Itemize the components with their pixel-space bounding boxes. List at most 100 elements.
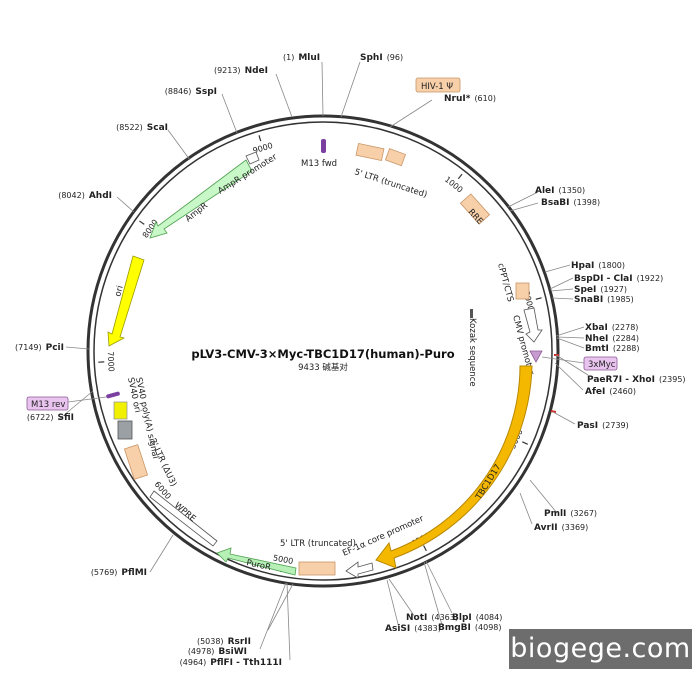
site-name: SpeI (574, 285, 596, 295)
feature-m13-rev (26, 396, 69, 411)
feature-kozak (470, 309, 473, 318)
site-label-pcii: (7149) PciI (15, 343, 64, 353)
watermark: biogege.com (509, 629, 692, 669)
site-name: MluI (298, 53, 320, 63)
site-name: AsiSI (385, 624, 410, 634)
site-name: NotI (406, 613, 427, 623)
site-position: (8042) (58, 191, 85, 200)
feature-5ltr-top-b (384, 148, 407, 167)
site-position: (1350) (559, 186, 586, 195)
site-label-alei: (1350)AleI (535, 186, 585, 196)
site-position: (1800) (598, 261, 625, 270)
site-label-blpi: (4084)BlpI (452, 613, 502, 623)
site-position: (4084) (476, 613, 503, 622)
site-label-xbai: (2278) XbaI (585, 323, 638, 333)
site-label-pmli: (3267) PmlI (544, 509, 597, 519)
site-position: (5769) (91, 568, 118, 577)
plasmid-title: pLV3-CMV-3×Myc-TBC1D17(human)-Puro (191, 347, 454, 361)
site-label-pflfi-tth111i: (4964)PflFI - Tth111I (180, 658, 282, 668)
site-name: SphI (360, 53, 383, 63)
site-label-afei: (2460) AfeI (585, 387, 636, 397)
site-name: BspDI - ClaI (574, 274, 633, 284)
site-label-nhei: (2284) NheI (585, 334, 639, 344)
site-name: ScaI (147, 123, 168, 133)
site-label-ahdi: (8042) AhdI (58, 191, 112, 201)
site-name: XbaI (585, 323, 608, 333)
site-label-ndei: (9213)NdeI (214, 66, 268, 76)
site-position: (8846) (165, 87, 192, 96)
feature-5ltr-bottom (298, 561, 336, 576)
feature-tbc1d17 (375, 365, 533, 569)
feature-ampr (149, 159, 253, 239)
site-label-mlui: (1)MluI (283, 53, 320, 63)
feature-label-3xmyc: 3xMyc (588, 360, 616, 370)
site-label-nrui-: (610)NruI* (444, 94, 496, 104)
site-position: (1927) (600, 285, 627, 294)
feature-5ltr-top (355, 142, 385, 162)
site-position: (7149) (15, 343, 42, 352)
feature-hiv1-psi (415, 77, 461, 93)
tick-mark (535, 297, 542, 300)
site-position: (9213) (214, 66, 241, 75)
site-position: (4098) (475, 623, 502, 632)
site-position: (8522) (116, 123, 143, 132)
site-name: PasI (577, 421, 598, 431)
site-name: PmlI (544, 509, 566, 519)
site-label-bmti: (2288)BmtI (585, 344, 640, 354)
site-label-spei: (1927) SpeI (574, 285, 627, 295)
site-position: (1985) (607, 295, 634, 304)
site-name: BmtI (585, 344, 609, 354)
feature-label-ori: ori (113, 285, 126, 298)
site-label-noti: (4363) NotI (406, 613, 458, 623)
site-position: (96) (387, 53, 403, 62)
site-name: RsrII (228, 637, 251, 647)
feature-3xmyc-arrow (529, 350, 543, 363)
feature-ef1a-promoter (345, 561, 374, 579)
site-name: SnaBI (574, 295, 603, 305)
tick-mark (423, 545, 427, 552)
feature-rre (459, 193, 491, 225)
site-position: (4383) (414, 624, 441, 633)
site-name: BmgBI (438, 623, 471, 633)
site-name: BsiWI (218, 647, 247, 657)
feature-label-kozak: Kozak sequence (467, 318, 477, 387)
site-position: (6722) (27, 413, 54, 422)
site-position: (4363) (431, 613, 458, 622)
tick-mark (522, 441, 529, 445)
tick-mark (139, 220, 145, 225)
site-label-sspi: (8846)SspI (165, 87, 217, 97)
tick-mark (457, 173, 463, 180)
site-name: BsaBI (541, 198, 570, 208)
feature-puror (216, 547, 297, 576)
site-leaders (57, 61, 589, 661)
site-position: (2460) (609, 387, 636, 396)
site-name: AhdI (89, 191, 112, 201)
site-name: PciI (46, 343, 64, 353)
site-label-sfii: (6722)SfiI (27, 413, 74, 423)
feature-label-cppt-cts: cPPT/CTS (495, 262, 515, 303)
site-label-rsrii: (5038)RsrII (197, 637, 251, 647)
feature-m13-fwd (321, 139, 326, 153)
feature-3ltr (123, 444, 149, 480)
site-position: (2284) (612, 334, 639, 343)
site-label-pflmi: (5769)PflMI (91, 568, 147, 578)
site-name: NheI (585, 334, 608, 344)
site-position: (3267) (570, 509, 597, 518)
site-labels: (1)MluI(96)SphI(610)NruI*(1350)AleI(1398… (15, 53, 686, 668)
site-position: (3369) (562, 523, 589, 532)
feature-cppt-cts (515, 282, 530, 300)
site-position: (4964) (180, 658, 207, 667)
site-name: SfiI (57, 413, 74, 423)
site-label-bmgbi: (4098) BmgBI (438, 623, 502, 633)
site-name: AfeI (585, 387, 605, 397)
site-name: HpaI (571, 261, 594, 271)
site-label-asisi: (4383) AsiSI (385, 624, 441, 634)
site-name: SspI (195, 87, 217, 97)
tick-label: 5000 (272, 553, 294, 566)
site-position: (2739) (602, 421, 629, 430)
site-position: (2278) (612, 323, 639, 332)
tick-mark (258, 135, 262, 142)
feature-sv40-polya (117, 420, 133, 440)
site-label-avrii: (3369)AvrII (534, 523, 588, 533)
